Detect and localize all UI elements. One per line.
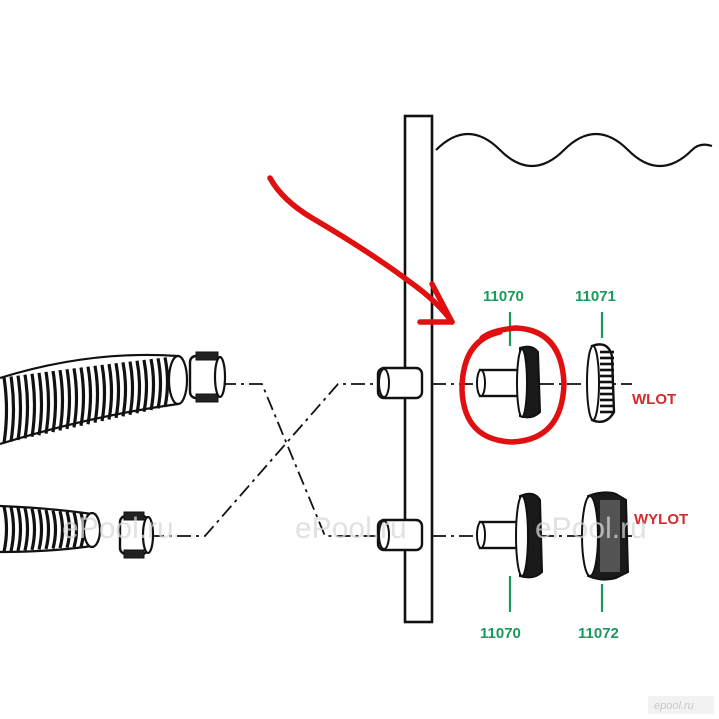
hose-rib	[86, 366, 93, 425]
hose-rib	[58, 369, 65, 431]
hose-rib	[72, 368, 79, 428]
hose-rib	[135, 360, 142, 414]
corner-site-mark: epool.ru	[648, 696, 714, 714]
lower-hose-connector	[118, 511, 155, 559]
hose-rib	[44, 509, 51, 550]
hose-rib	[44, 371, 51, 434]
watermark-left: ePool.ru	[62, 512, 174, 545]
hose-rib	[93, 365, 100, 423]
inlet-fitting-11070	[476, 345, 542, 419]
hose-rib	[2, 377, 9, 444]
part-label-outlet-nut: 11072	[578, 625, 619, 642]
hose-rib	[51, 510, 58, 549]
hose-rib	[163, 357, 170, 408]
hose-rib	[58, 510, 65, 549]
inlet-flow-line-hose	[222, 383, 390, 537]
hose-rib	[100, 364, 107, 422]
outlet-fitting-11070	[476, 492, 544, 579]
upper-wall-fitting	[376, 366, 424, 400]
hose-rib	[30, 373, 37, 438]
hose-rib	[72, 511, 79, 548]
hose-rib	[65, 511, 72, 549]
hose-rib	[114, 362, 121, 419]
hose-rib	[156, 357, 163, 409]
hose-rib	[30, 508, 37, 551]
water-surface	[435, 132, 713, 168]
upper-hose	[0, 353, 189, 446]
outlet-flow-line-hose	[150, 383, 385, 537]
lower-wall-fitting	[376, 518, 424, 552]
part-label-inlet-strainer: 11071	[575, 288, 616, 305]
hose-rib	[79, 367, 86, 427]
upper-hose-connector	[188, 351, 227, 403]
watermark-center: ePool.ru	[295, 512, 407, 545]
lower-hose	[0, 504, 102, 554]
outlet-nut-11072	[581, 491, 630, 581]
part-label-inlet-fitting: 11070	[483, 288, 524, 305]
port-label-outlet: WYLOT	[634, 511, 688, 528]
hose-rib	[121, 362, 128, 417]
hose-rib	[16, 507, 23, 552]
highlight-annotation	[267, 175, 567, 445]
hose-rib	[37, 372, 44, 436]
hose-rib	[9, 506, 16, 552]
part-leader-lines	[508, 312, 604, 612]
hose-rib	[142, 359, 149, 412]
hose-rib	[128, 361, 135, 416]
hose-rib	[107, 363, 114, 420]
corner-site-mark-text: epool.ru	[654, 700, 694, 712]
part-label-outlet-fitting: 11070	[480, 625, 521, 642]
hose-rib	[37, 509, 44, 550]
hose-rib	[51, 370, 58, 433]
hose-rib	[65, 368, 72, 430]
highlight-arrow-icon	[267, 175, 455, 325]
highlight-circle-icon	[459, 325, 567, 445]
hose-rib	[23, 507, 30, 551]
hose-rib	[23, 374, 30, 439]
highlight-arrowhead-icon	[417, 281, 455, 325]
watermark-right: ePool.ru	[535, 512, 647, 545]
hose-rib	[9, 376, 16, 442]
inlet-strainer-11071	[586, 343, 616, 423]
port-label-inlet: WLOT	[632, 391, 676, 408]
hose-rib	[149, 358, 156, 411]
hose-rib	[16, 375, 23, 441]
hose-rib	[2, 506, 9, 553]
